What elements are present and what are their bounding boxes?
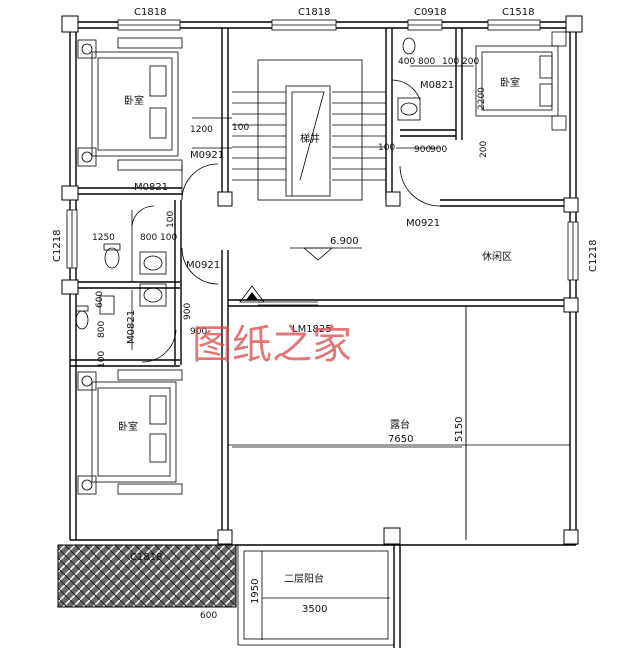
- watermark-text: 图纸之家: [192, 322, 352, 368]
- interior-walls: [70, 28, 576, 545]
- dim-800-bath: 800: [97, 321, 107, 338]
- dim-900-right: 900: [414, 145, 431, 155]
- window-label-c1818-bottom: C1818: [130, 552, 162, 563]
- dimension-lines: [192, 65, 474, 640]
- dim-100-right-stair: 100: [378, 143, 395, 153]
- door-label-m0921-center: M0921: [186, 260, 220, 271]
- bathroom-fixtures: [75, 37, 421, 330]
- door-label-m0821-right-top: M0821: [420, 80, 454, 91]
- dim-100-left-a: 100: [160, 233, 177, 243]
- window-label-c0918: C0918: [414, 7, 446, 18]
- window-marks: [66, 19, 579, 281]
- structural-columns: [61, 15, 583, 545]
- dim-800-left: 800: [140, 233, 157, 243]
- dim-1250: 1250: [92, 233, 115, 243]
- room-label-bedroom-top-left: 卧室: [124, 94, 144, 107]
- dim-200-top-right: 200: [462, 57, 479, 67]
- dim-900-bath-b: 900: [183, 303, 193, 320]
- window-label-c1818-top-mid: C1818: [298, 7, 330, 18]
- dim-100-bath: 100: [97, 351, 107, 368]
- second-floor-balcony: [237, 544, 401, 648]
- dim-600-bath-a: 600: [95, 291, 105, 308]
- window-label-c1818-top-left: C1818: [134, 7, 166, 18]
- room-label-lounge: 休闲区: [482, 250, 512, 263]
- window-label-c1518: C1518: [502, 7, 534, 18]
- door-label-m0921-upper: M0921: [190, 150, 224, 161]
- dim-900-bath: 900: [190, 327, 207, 337]
- dim-600-bottom: 600: [200, 611, 217, 621]
- room-label-balcony: 二层阳台: [284, 572, 324, 585]
- elevation-mark: 6.900: [330, 236, 359, 247]
- dim-1200: 1200: [190, 125, 213, 135]
- terrace-details: [239, 285, 318, 306]
- room-label-bedroom-top-right: 卧室: [500, 76, 520, 89]
- door-label-m0921-right: M0921: [406, 218, 440, 229]
- dim-5150: 5150: [454, 417, 465, 442]
- window-label-c1218-left: C1218: [52, 230, 63, 262]
- door-label-lm1825: LM1825: [292, 324, 332, 335]
- room-label-stairwell: 梯井: [300, 132, 320, 145]
- dim-100-left-b: 100: [166, 211, 176, 228]
- dim-200-right: 200: [479, 141, 489, 158]
- staircase: [232, 59, 386, 201]
- dim-3500: 3500: [302, 604, 327, 615]
- door-label-m0821-bath: M0821: [126, 310, 137, 344]
- room-label-bedroom-bottom-left: 卧室: [118, 420, 138, 433]
- window-label-c1218-right: C1218: [588, 240, 599, 272]
- dim-400: 400: [398, 57, 415, 67]
- dim-100-top-right: 100: [442, 57, 459, 67]
- bed-bottom-left: [77, 369, 183, 495]
- dim-100-stair: 100: [232, 123, 249, 133]
- dim-7650: 7650: [388, 434, 413, 445]
- door-label-m0821-upper: M0821: [134, 182, 168, 193]
- room-label-terrace: 露台: [390, 418, 410, 431]
- exterior-walls: [69, 21, 577, 546]
- dim-800-top-right: 800: [418, 57, 435, 67]
- planter-hatch: [57, 544, 237, 608]
- dim-1950: 1950: [250, 579, 261, 604]
- bed-top-right: [475, 31, 567, 131]
- dim-900-stair-right: 900: [430, 145, 447, 155]
- dim-2200: 2200: [477, 87, 487, 110]
- door-swings: [131, 79, 441, 363]
